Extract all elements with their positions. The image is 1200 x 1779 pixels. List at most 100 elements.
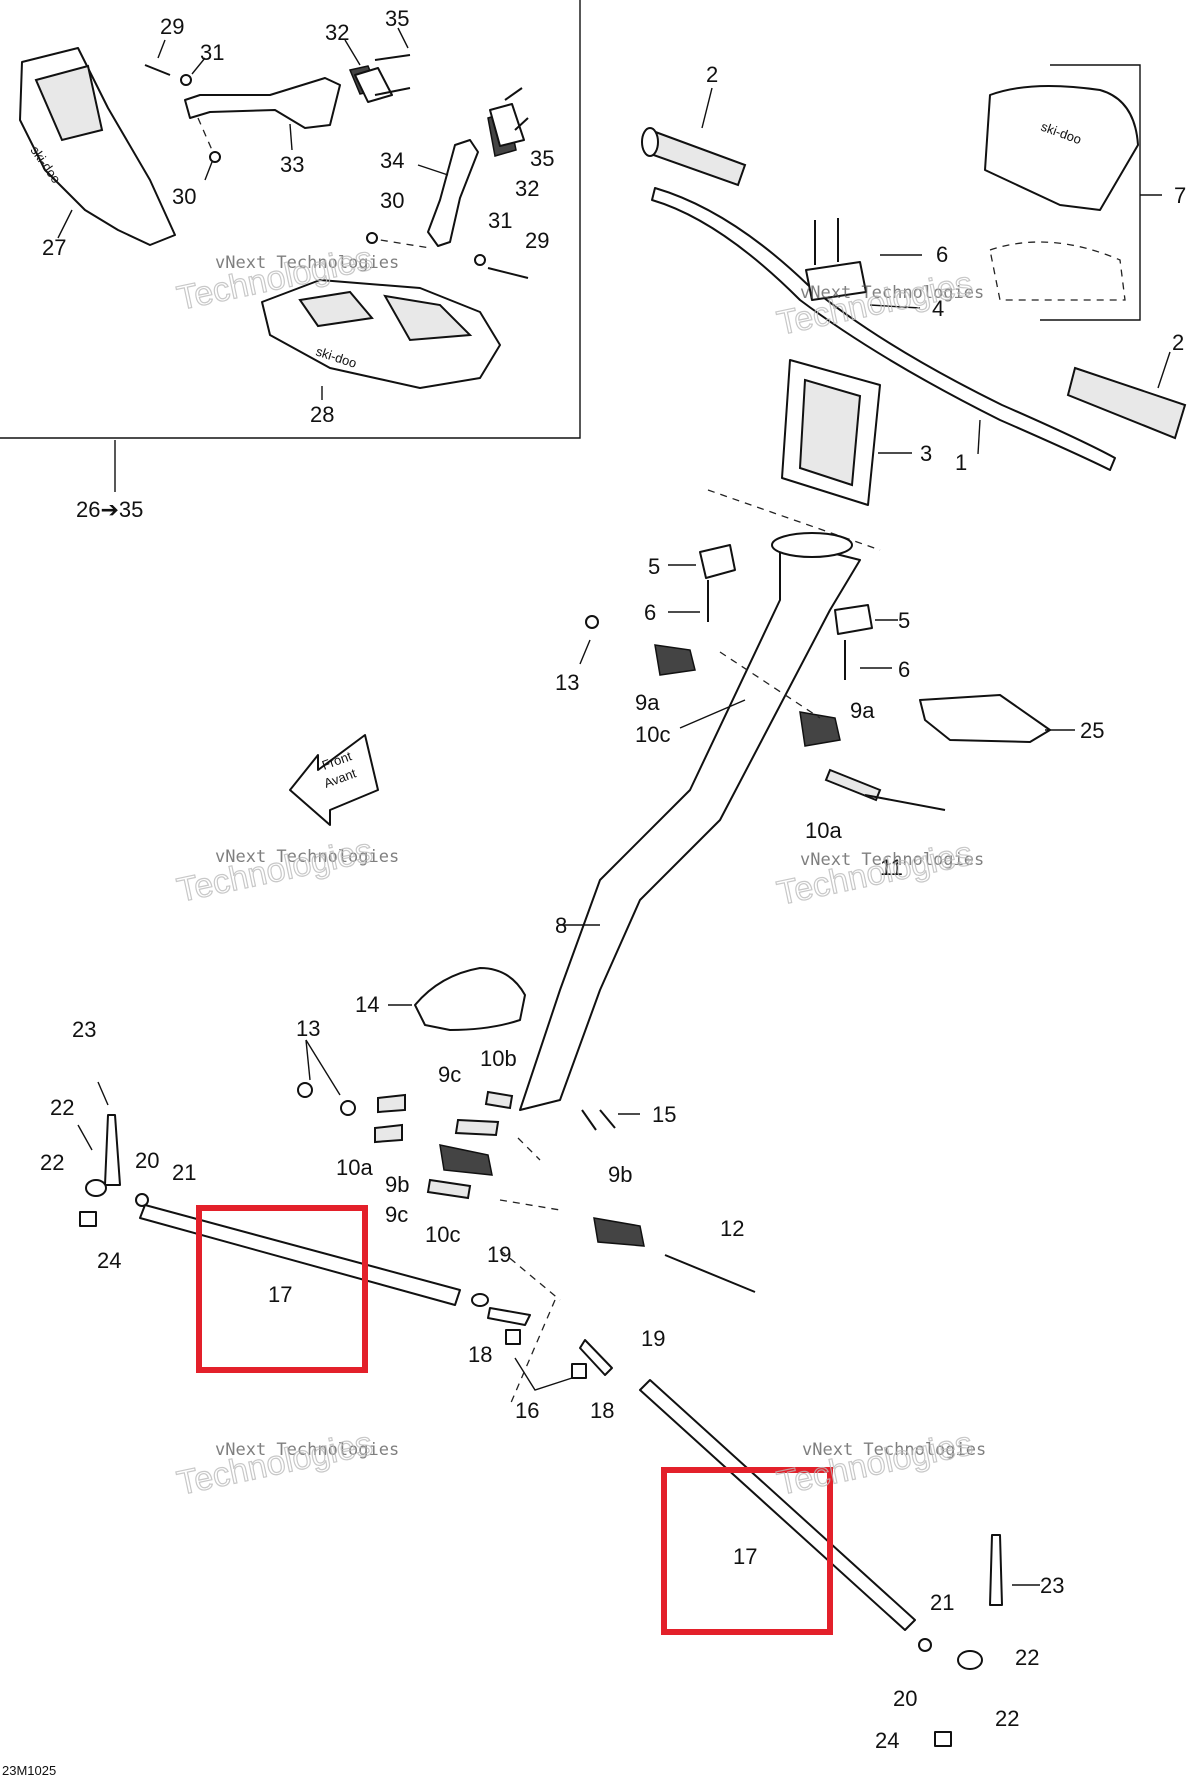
bolt (581, 1109, 597, 1131)
callout-label-10b: 10b (480, 1046, 517, 1071)
bushing (799, 711, 841, 747)
svg-text:Technologies: Technologies (774, 1424, 976, 1502)
shim (484, 1090, 514, 1110)
callout-label-10a: 10a (805, 818, 842, 843)
callout-label-2: 2 (706, 62, 718, 87)
handlebar-pad: ski-doo (984, 85, 1139, 301)
handlebar-clamp-upper (805, 218, 867, 301)
callout-label-2: 2 (1172, 330, 1184, 355)
callout-label-32: 32 (325, 20, 349, 45)
ball-joint (957, 1650, 983, 1670)
left-tie-rod (139, 1204, 461, 1306)
nut (366, 232, 378, 244)
svg-text:vNext Technologies: vNext Technologies (802, 1440, 986, 1460)
nut (297, 1082, 313, 1098)
highlight-box-right (661, 1467, 833, 1635)
svg-text:vNext Technologies: vNext Technologies (215, 1440, 399, 1460)
left-grip (641, 127, 747, 187)
callout-label-19: 19 (487, 1242, 511, 1267)
spacer (824, 768, 882, 802)
callout-label-15: 15 (652, 1102, 676, 1127)
spacer (505, 1329, 521, 1345)
svg-text:Technologies: Technologies (174, 831, 376, 909)
callout-label-21: 21 (930, 1590, 954, 1615)
bolt (664, 1254, 756, 1293)
tie-rod-end (579, 1339, 613, 1376)
callout-label-8: 8 (555, 913, 567, 938)
callout-label-34: 34 (380, 148, 404, 173)
callout-label-22: 22 (40, 1150, 64, 1175)
bolt (487, 267, 529, 279)
callout-label-32: 32 (515, 176, 539, 201)
callout-label-3: 3 (920, 441, 932, 466)
callout-label-13: 13 (555, 670, 579, 695)
callout-label-9a: 9a (850, 698, 875, 723)
shim (426, 1178, 472, 1200)
callout-label-6: 6 (898, 657, 910, 682)
spacer (571, 1363, 587, 1379)
callout-label-25: 25 (1080, 718, 1104, 743)
callout-label-16: 16 (515, 1398, 539, 1423)
callout-label-24: 24 (875, 1728, 899, 1753)
callout-label-18: 18 (468, 1342, 492, 1367)
diagram-code: 23M1025 (2, 1763, 56, 1778)
callout-label-23: 23 (72, 1017, 96, 1042)
bolt (989, 1534, 1003, 1606)
column-cover (414, 967, 526, 1031)
left-handguard: ski-doo (19, 47, 176, 246)
callout-label-10c: 10c (425, 1222, 460, 1247)
right-tie-rod (639, 1379, 916, 1631)
callout-label-6: 6 (644, 600, 656, 625)
screw (514, 117, 529, 131)
callout-label-9c: 9c (385, 1202, 408, 1227)
svg-text:vNext Technologies: vNext Technologies (215, 253, 399, 273)
callout-label-9b: 9b (385, 1172, 409, 1197)
callout-label-27: 27 (42, 235, 66, 260)
clamp (489, 103, 525, 147)
nut (585, 615, 599, 629)
callout-label-7: 7 (1174, 183, 1186, 208)
nut (340, 1100, 356, 1116)
svg-text:vNext Technologies: vNext Technologies (800, 283, 984, 303)
screw (374, 87, 411, 96)
callout-label-10a: 10a (336, 1155, 373, 1180)
callout-label-18: 18 (590, 1398, 614, 1423)
callout-label-17: 17 (268, 1282, 292, 1307)
steering-column (519, 532, 861, 1111)
spacer (377, 1093, 406, 1114)
callout-label-22: 22 (995, 1706, 1019, 1731)
callout-label-35: 35 (530, 146, 554, 171)
support-plate (919, 694, 1051, 743)
bolt (864, 794, 946, 811)
callout-label-19: 19 (641, 1326, 665, 1351)
callout-label-12: 12 (720, 1216, 744, 1241)
callout-label-20: 20 (893, 1686, 917, 1711)
bolt (599, 1109, 616, 1129)
nut (918, 1638, 932, 1652)
jam-nut (471, 1293, 489, 1307)
svg-text:Technologies: Technologies (774, 264, 976, 342)
callout-label-30: 30 (380, 188, 404, 213)
bolt (104, 1114, 121, 1186)
tie-rod-end (487, 1307, 531, 1326)
callout-label-9a: 9a (635, 690, 660, 715)
bushing (654, 644, 696, 676)
riser-clamp (699, 544, 736, 579)
inset-range-label: 26➔35 (76, 497, 143, 522)
callout-label-4: 4 (932, 296, 944, 321)
callout-label-14: 14 (355, 992, 379, 1017)
bushing (593, 1217, 645, 1247)
right-grip (1066, 366, 1187, 440)
nut (209, 151, 221, 163)
callout-label-21: 21 (172, 1160, 196, 1185)
callout-label-5: 5 (898, 608, 910, 633)
callout-label-1: 1 (955, 450, 967, 475)
right-handguard: ski-doo (261, 279, 501, 389)
callout-label-20: 20 (135, 1148, 159, 1173)
left-handguard-bracket (184, 65, 380, 151)
clamp (354, 67, 393, 103)
callout-label-31: 31 (200, 40, 224, 65)
bushing (439, 1144, 493, 1176)
callout-label-33: 33 (280, 152, 304, 177)
